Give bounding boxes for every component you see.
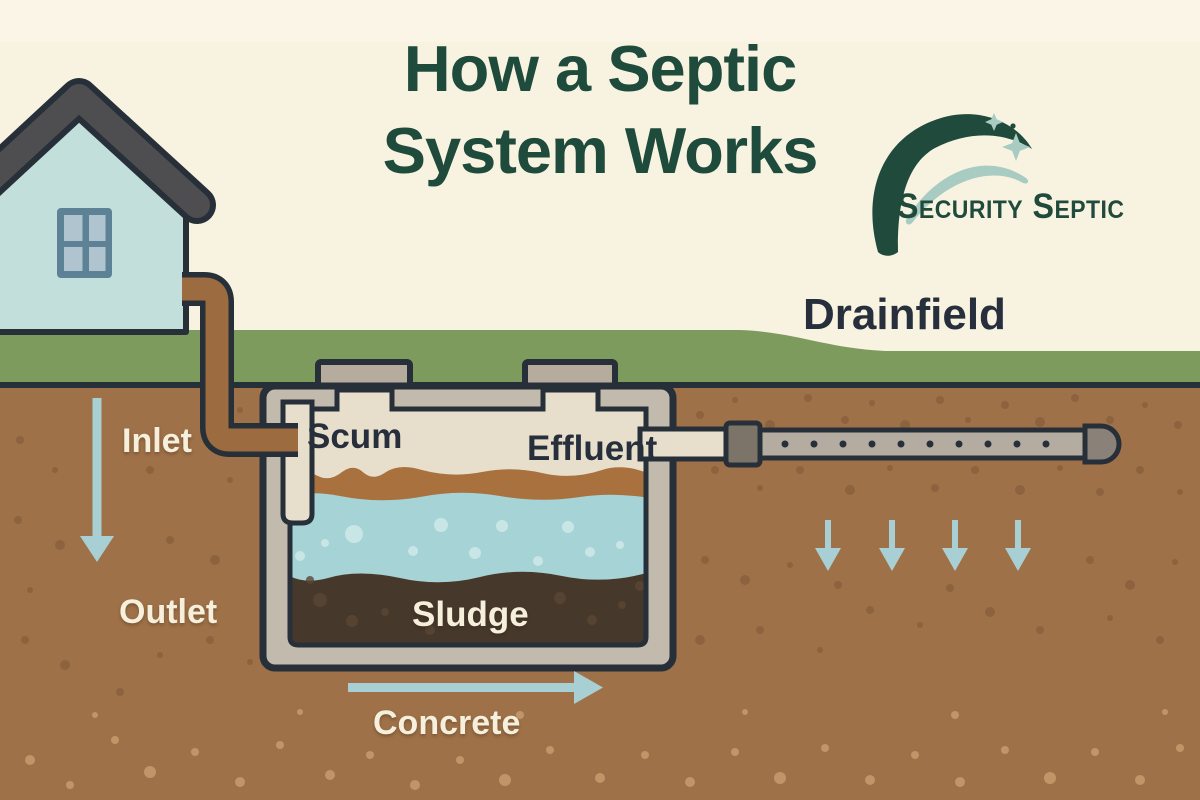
window-pane xyxy=(64,247,83,271)
label-sludge: Sludge xyxy=(412,595,529,634)
label-scum: Scum xyxy=(307,417,403,456)
inlet-arrow-icon xyxy=(80,398,114,562)
pipe-end-cap xyxy=(1082,423,1122,465)
roof xyxy=(0,84,210,218)
window-pane xyxy=(89,215,106,241)
title-line-2: System Works xyxy=(382,113,819,187)
logo-text: Security Septic xyxy=(897,187,1125,226)
title-line-1: How a Septic xyxy=(403,32,798,105)
logo-swoosh-icon xyxy=(872,114,1032,256)
scum-layer xyxy=(290,467,646,501)
effluent-layer xyxy=(290,478,646,583)
pipe-coupling xyxy=(723,420,763,468)
label-outlet: Outlet xyxy=(119,593,218,631)
effluent-bubbles xyxy=(295,518,624,566)
sky-top-band xyxy=(0,0,1200,42)
sewer-pipe xyxy=(182,277,298,452)
flow-arrows xyxy=(80,398,1031,704)
label-concrete: Concrete xyxy=(373,704,521,742)
drainfield-pipe xyxy=(754,427,1090,461)
sludge-dots xyxy=(306,576,645,635)
window-pane xyxy=(89,247,106,271)
label-effluent: Effluent xyxy=(527,429,658,468)
label-drainfield: Drainfield xyxy=(803,290,1006,339)
concrete-arrow-icon xyxy=(348,671,603,704)
drainfield-arrows xyxy=(815,520,1031,571)
page-title: How a Septic System Works xyxy=(0,28,1200,192)
window-pane xyxy=(64,215,83,241)
soil-dots xyxy=(14,394,1184,790)
sparkle-icon xyxy=(985,113,1030,161)
sludge-layer xyxy=(290,571,646,645)
window xyxy=(57,208,112,278)
pipe-perforations xyxy=(781,440,1050,448)
label-inlet: Inlet xyxy=(122,422,192,460)
tank-interior-outline xyxy=(287,387,649,648)
house xyxy=(0,78,216,335)
